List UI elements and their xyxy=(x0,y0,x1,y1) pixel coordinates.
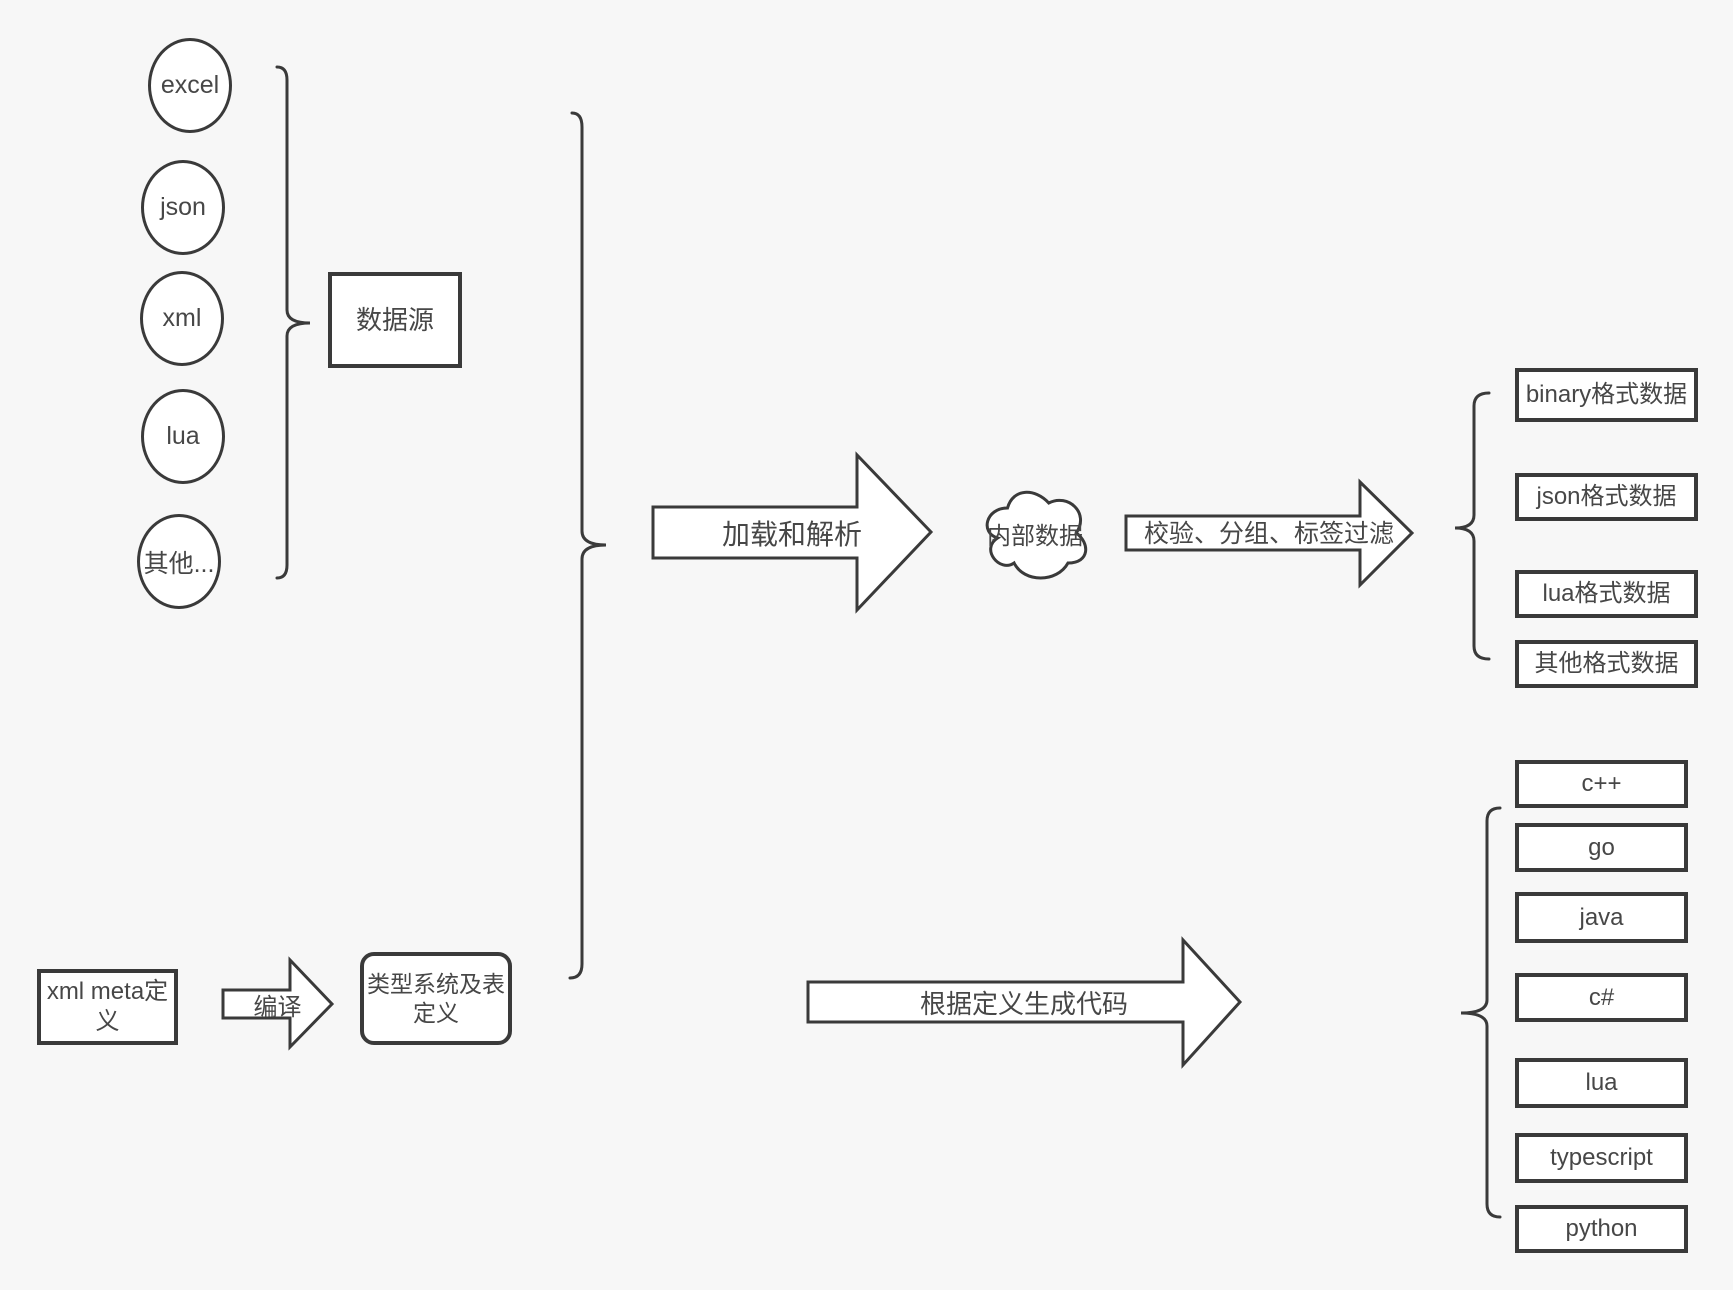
source-ellipse-xml: xml xyxy=(140,271,224,366)
inputs-big-brace xyxy=(568,111,607,980)
xml-meta-definition-label: xml meta定义 xyxy=(46,978,169,1035)
language-label-cpp: c++ xyxy=(1581,770,1622,797)
sources-brace xyxy=(275,65,311,580)
format-label-other: 其他格式数据 xyxy=(1534,650,1679,677)
data-source-group-box: 数据源 xyxy=(328,272,462,368)
source-label-excel: excel xyxy=(160,71,220,99)
xml-meta-definition-box: xml meta定义 xyxy=(37,969,178,1045)
language-label-java: java xyxy=(1579,903,1624,931)
language-box-java: java xyxy=(1515,892,1688,943)
generate-code-arrow-shape xyxy=(806,936,1243,1069)
source-ellipse-json: json xyxy=(141,160,225,255)
source-ellipse-lua: lua xyxy=(141,389,225,484)
internal-data-cloud-shape xyxy=(985,490,1088,580)
source-label-json: json xyxy=(160,193,206,221)
language-box-lua: lua xyxy=(1515,1058,1688,1108)
language-label-python: python xyxy=(1565,1215,1638,1242)
language-label-lua: lua xyxy=(1585,1069,1618,1096)
compile-arrow-shape xyxy=(221,956,335,1051)
filter-arrow-shape xyxy=(1124,478,1415,589)
language-box-go: go xyxy=(1515,823,1688,872)
type-system-label: 类型系统及表定义 xyxy=(367,970,505,1026)
format-box-other: 其他格式数据 xyxy=(1515,640,1698,688)
load-parse-arrow-shape xyxy=(651,451,934,614)
data-source-group-label: 数据源 xyxy=(355,304,434,335)
format-label-lua: lua格式数据 xyxy=(1542,580,1671,607)
format-box-binary: binary格式数据 xyxy=(1515,368,1698,422)
language-box-csharp: c# xyxy=(1515,973,1688,1022)
language-label-csharp: c# xyxy=(1588,983,1615,1011)
source-label-lua: lua xyxy=(166,422,200,450)
format-label-binary: binary格式数据 xyxy=(1525,381,1688,408)
source-ellipse-excel: excel xyxy=(148,38,232,133)
format-label-json: json格式数据 xyxy=(1536,483,1677,510)
language-box-cpp: c++ xyxy=(1515,760,1688,808)
language-label-typescript: typescript xyxy=(1550,1144,1653,1171)
languages-brace xyxy=(1460,806,1502,1219)
source-label-other: 其他... xyxy=(143,549,215,578)
formats-brace xyxy=(1454,391,1491,661)
language-box-typescript: typescript xyxy=(1515,1133,1688,1183)
language-box-python: python xyxy=(1515,1205,1688,1253)
source-ellipse-other: 其他... xyxy=(137,514,221,609)
language-label-go: go xyxy=(1588,833,1615,861)
source-label-xml: xml xyxy=(162,304,202,332)
format-box-json: json格式数据 xyxy=(1515,473,1698,521)
format-box-lua: lua格式数据 xyxy=(1515,570,1698,618)
type-system-box: 类型系统及表定义 xyxy=(360,952,512,1045)
